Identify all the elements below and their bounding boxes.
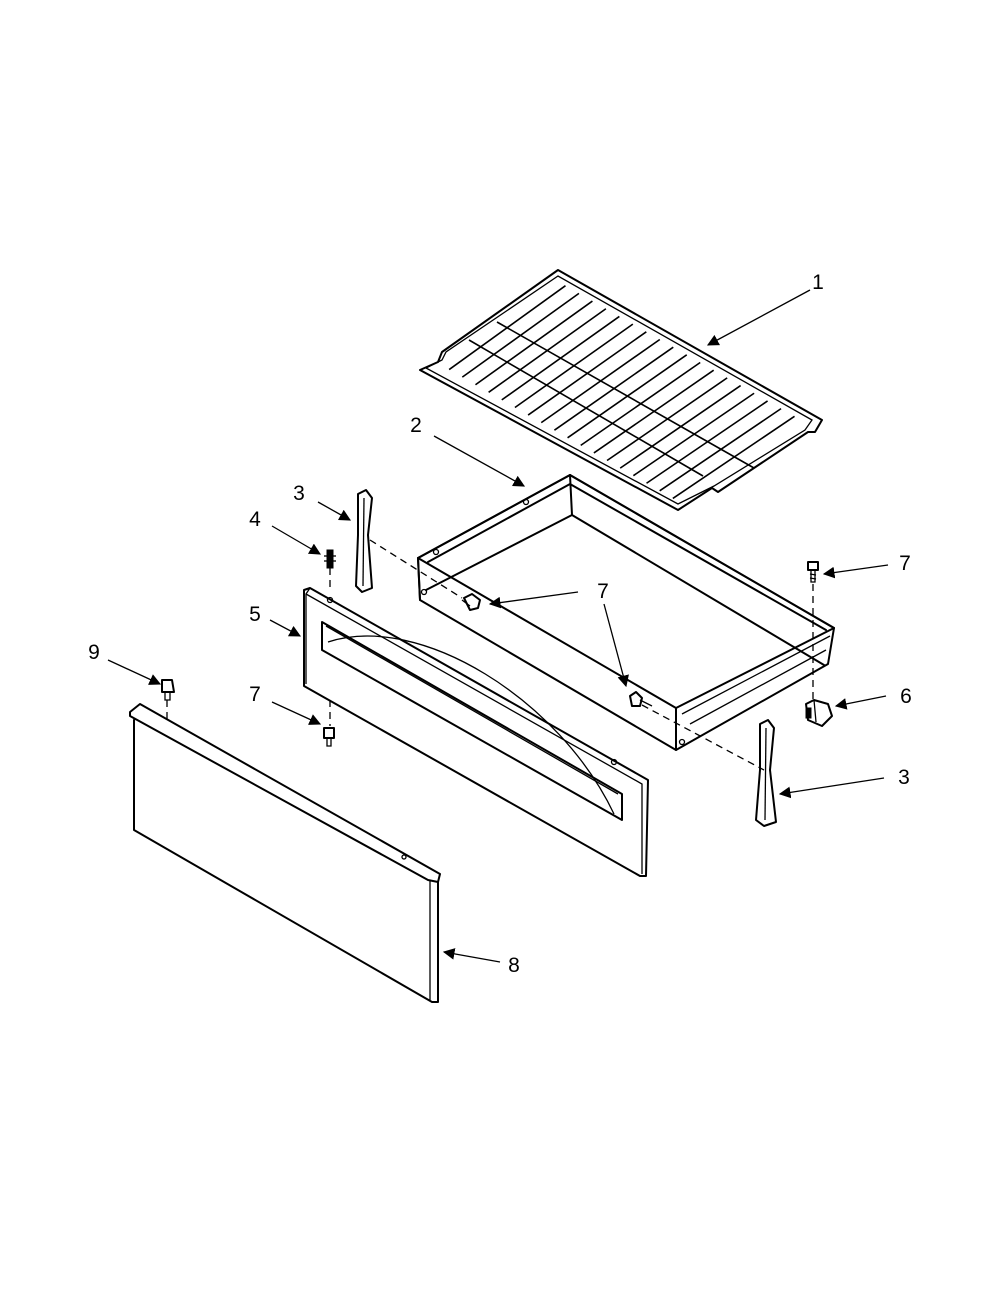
rack-wire bbox=[461, 292, 580, 378]
rack-wire bbox=[659, 407, 782, 492]
rack-wire bbox=[567, 354, 688, 439]
assembly-lines bbox=[166, 539, 814, 771]
rack-wire bbox=[553, 346, 674, 431]
rack-wire bbox=[501, 315, 620, 401]
screw-panel bbox=[161, 679, 175, 701]
screw-center bbox=[461, 593, 481, 611]
screw-top-right bbox=[807, 561, 819, 583]
callout-stud: 4 bbox=[249, 508, 261, 531]
callout-screw-center: 7 bbox=[597, 580, 609, 603]
screw-center-2 bbox=[629, 691, 653, 707]
leader-lines bbox=[107, 289, 889, 963]
bracket bbox=[805, 699, 833, 727]
drawer-body bbox=[417, 474, 835, 751]
callout-drawer-front: 5 bbox=[249, 603, 261, 626]
drawer-slide-left bbox=[355, 489, 373, 593]
screw-lower-left bbox=[323, 727, 335, 747]
rack-wire bbox=[580, 361, 701, 447]
rack-wire bbox=[632, 392, 755, 477]
rack-wire bbox=[475, 300, 593, 386]
drawer-slide-right bbox=[755, 719, 777, 827]
rack-wire bbox=[672, 415, 795, 500]
rack-wire bbox=[514, 323, 634, 409]
callout-slide-right: 3 bbox=[898, 766, 910, 789]
callout-drawer-panel: 8 bbox=[508, 954, 520, 977]
callout-screw-top-right: 7 bbox=[899, 552, 911, 575]
rack-wire bbox=[606, 377, 728, 462]
rack-wire bbox=[488, 308, 607, 393]
callout-rack: 1 bbox=[812, 271, 824, 294]
rack-wire bbox=[593, 369, 715, 454]
callout-screw-panel: 9 bbox=[88, 641, 100, 664]
callout-drawer-body: 2 bbox=[410, 414, 422, 437]
rack-wire bbox=[619, 384, 742, 469]
rack-wire bbox=[540, 338, 661, 424]
callout-screw-lower-left: 7 bbox=[249, 683, 261, 706]
drawer-panel bbox=[129, 703, 441, 1003]
rack-wire bbox=[646, 400, 769, 484]
callout-slide-left: 3 bbox=[293, 482, 305, 505]
callout-labels: 1 2 3 3 4 5 6 7 7 7 8 9 bbox=[88, 271, 912, 977]
stud bbox=[324, 549, 336, 569]
rack-wires bbox=[448, 285, 795, 500]
rack-wire bbox=[527, 331, 647, 416]
callout-bracket: 6 bbox=[900, 685, 912, 708]
oven-rack bbox=[419, 269, 823, 511]
rack-wire bbox=[448, 285, 566, 371]
drawer-front bbox=[303, 587, 649, 877]
